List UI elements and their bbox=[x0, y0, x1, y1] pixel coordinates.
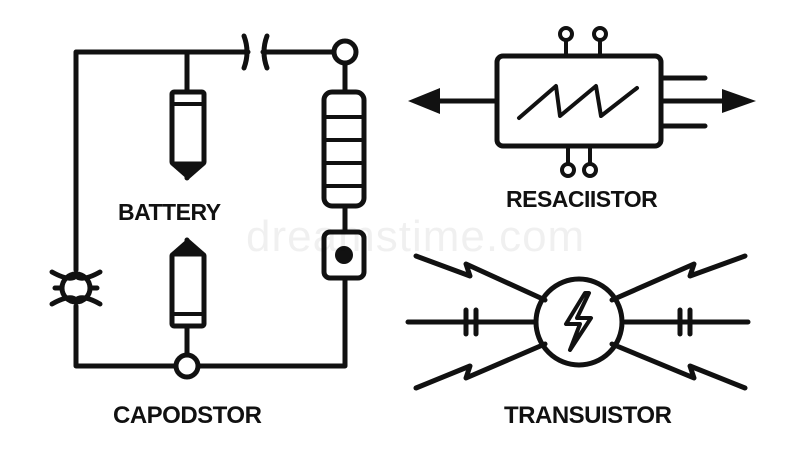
left-capacitor-symbol bbox=[49, 269, 103, 307]
capodstor-label: CAPODSTOR bbox=[113, 402, 262, 429]
transuistor-right-capacitor bbox=[677, 307, 693, 337]
resacistor-label: RESACIISTOR bbox=[506, 186, 658, 212]
coil-inductor-symbol bbox=[321, 89, 367, 209]
transuistor-symbol bbox=[405, 253, 751, 391]
junction-node-top bbox=[331, 38, 359, 66]
transuistor-circle bbox=[533, 276, 625, 368]
left-arrow-icon bbox=[408, 88, 440, 114]
battery-cell-lower bbox=[169, 238, 207, 329]
resacistor-symbol bbox=[408, 26, 756, 178]
circuit-left bbox=[49, 33, 367, 380]
resacistor-bottom-pins bbox=[560, 144, 598, 178]
watermark-text: dreamstime.com bbox=[246, 212, 586, 261]
circuit-wire-loop bbox=[73, 49, 348, 369]
transuistor-left-capacitor bbox=[463, 307, 479, 337]
resacistor-top-pins bbox=[558, 26, 608, 58]
resacistor-right-leads bbox=[658, 75, 728, 129]
battery-cell-upper bbox=[169, 89, 207, 180]
junction-node-bottom bbox=[173, 352, 201, 380]
transuistor-lightning-rays bbox=[413, 253, 748, 391]
top-capacitor-symbol bbox=[233, 33, 278, 71]
lightning-bolt-icon bbox=[564, 291, 593, 352]
transuistor-label: TRANSUISTOR bbox=[504, 402, 672, 429]
push-component-symbol bbox=[321, 229, 367, 281]
right-arrow-icon bbox=[722, 89, 756, 113]
battery-label: BATTERY bbox=[118, 199, 221, 225]
